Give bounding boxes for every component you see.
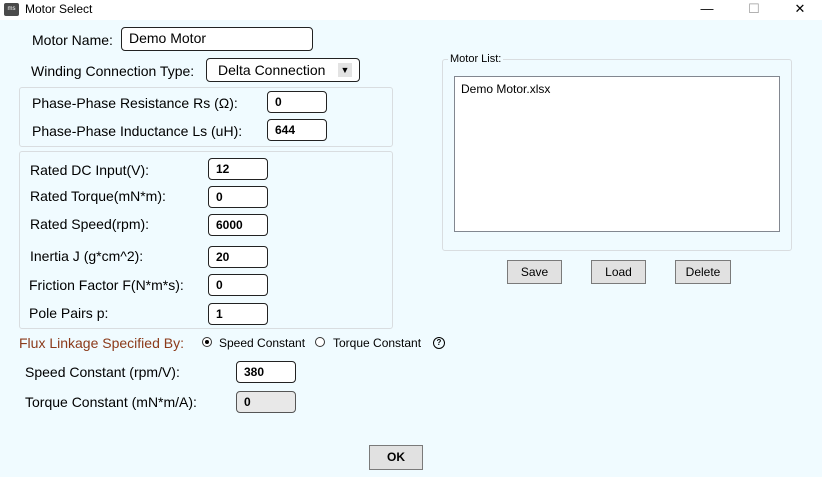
- winding-connection-label: Winding Connection Type:: [31, 63, 195, 79]
- minimize-button[interactable]: —: [700, 1, 714, 16]
- title-bar[interactable]: ms Motor Select — ☐ ✕: [0, 0, 822, 20]
- rated-torque-field[interactable]: 0: [208, 186, 268, 208]
- flux-linkage-label: Flux Linkage Specified By:: [19, 335, 184, 351]
- inertia-field[interactable]: 20: [208, 246, 268, 268]
- rated-speed-field[interactable]: 6000: [208, 214, 268, 236]
- friction-factor-field[interactable]: 0: [208, 274, 268, 296]
- load-button[interactable]: Load: [591, 260, 646, 284]
- rated-speed-label: Rated Speed(rpm):: [30, 216, 150, 232]
- rated-dc-input-label: Rated DC Input(V):: [30, 162, 150, 178]
- speed-constant-input[interactable]: 380: [236, 361, 296, 383]
- window-title: Motor Select: [25, 2, 93, 16]
- inductance-input[interactable]: 644: [267, 119, 327, 141]
- motor-name-input[interactable]: Demo Motor: [121, 27, 313, 51]
- rated-torque-label: Rated Torque(mN*m):: [30, 188, 166, 204]
- phase-parameters-group: [19, 87, 393, 147]
- motor-list-box[interactable]: Demo Motor.xlsx: [454, 76, 780, 232]
- torque-constant-radio[interactable]: [315, 337, 325, 347]
- close-button[interactable]: ✕: [794, 1, 806, 16]
- pole-pairs-field[interactable]: 1: [208, 303, 268, 325]
- motor-list-legend: Motor List:: [448, 53, 504, 65]
- ok-button[interactable]: OK: [369, 445, 423, 470]
- app-icon: ms: [4, 3, 19, 16]
- inductance-label: Phase-Phase Inductance Ls (uH):: [32, 123, 243, 139]
- friction-factor-label: Friction Factor F(N*m*s):: [29, 277, 184, 293]
- motor-name-label: Motor Name:: [32, 32, 113, 48]
- torque-constant-label: Torque Constant (mN*m/A):: [25, 394, 197, 410]
- list-item[interactable]: Demo Motor.xlsx: [461, 82, 551, 96]
- torque-constant-input: 0: [236, 391, 296, 413]
- rated-dc-input-field[interactable]: 12: [208, 158, 268, 180]
- speed-constant-radio-label[interactable]: Speed Constant: [219, 336, 306, 350]
- save-button[interactable]: Save: [507, 260, 562, 284]
- motor-list-group: [442, 59, 792, 251]
- motor-parameters-group: [19, 151, 393, 329]
- resistance-input[interactable]: 0: [267, 91, 327, 113]
- speed-constant-radio[interactable]: [202, 337, 212, 347]
- speed-constant-label: Speed Constant (rpm/V):: [25, 364, 180, 380]
- inertia-label: Inertia J (g*cm^2):: [30, 248, 144, 264]
- winding-connection-value: Delta Connection: [218, 62, 326, 78]
- winding-connection-select[interactable]: Delta Connection ▼: [206, 58, 360, 82]
- chevron-down-icon[interactable]: ▼: [338, 63, 352, 77]
- resistance-label: Phase-Phase Resistance Rs (Ω):: [32, 95, 238, 111]
- help-icon[interactable]: ?: [433, 337, 445, 349]
- delete-button[interactable]: Delete: [675, 260, 731, 284]
- torque-constant-radio-label[interactable]: Torque Constant: [333, 336, 422, 350]
- pole-pairs-label: Pole Pairs p:: [29, 305, 109, 321]
- maximize-button[interactable]: ☐: [748, 1, 760, 16]
